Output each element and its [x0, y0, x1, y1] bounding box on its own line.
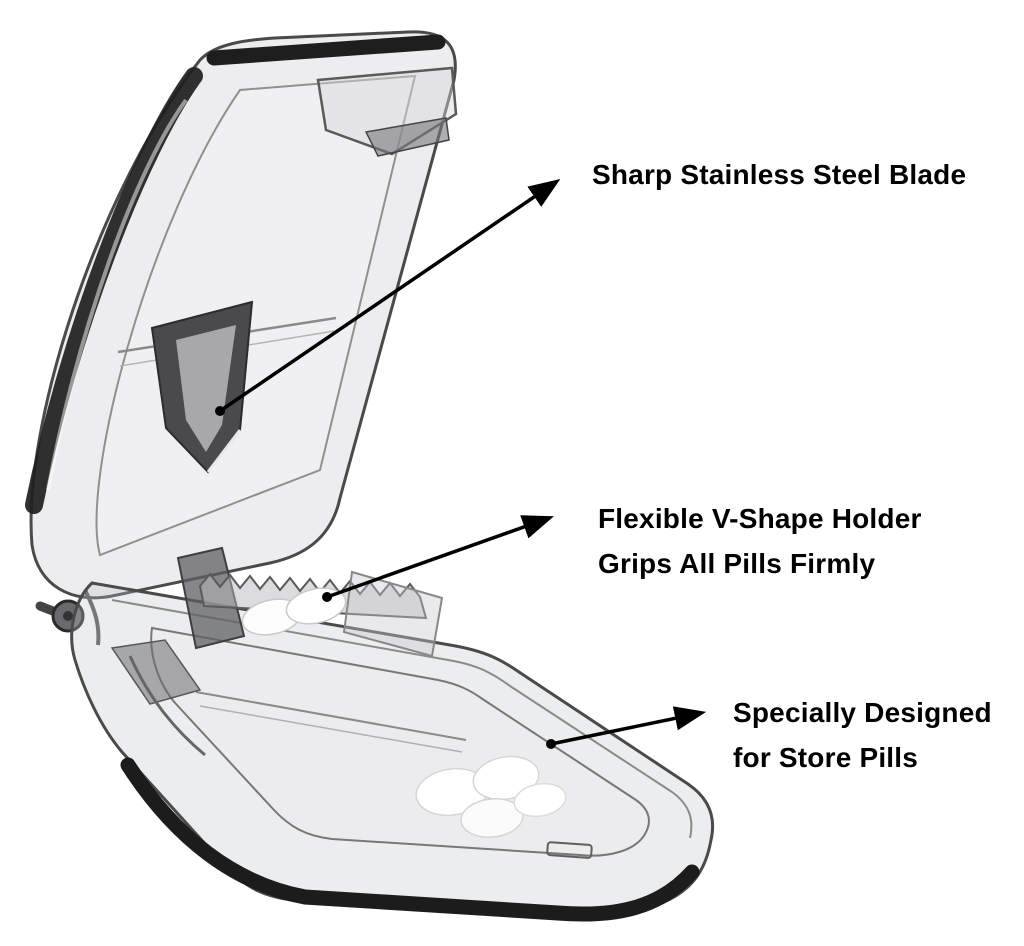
lid-top-edge: [206, 34, 446, 66]
base-front-slot: [546, 841, 593, 859]
label-v-shape-holder-line2: Grips All Pills Firmly: [598, 548, 876, 579]
label-store-pills: Specially Designed for Store Pills: [733, 690, 992, 780]
pill-cutter-base: [70, 546, 715, 922]
label-store-pills-line2: for Store Pills: [733, 742, 919, 773]
base-rim: [111, 599, 693, 839]
lid-latch-inner: [364, 117, 450, 157]
arrow-storage: [546, 706, 707, 749]
label-sharp-blade: Sharp Stainless Steel Blade: [592, 152, 966, 197]
storage-compartment-pills: [415, 755, 567, 838]
base-left-bracket: [110, 639, 202, 705]
label-store-pills-line1: Specially Designed: [733, 697, 992, 728]
arrow-holder: [322, 515, 554, 602]
pill-cutter-lid: [25, 30, 458, 600]
base-bottom-edge: [120, 757, 700, 922]
label-sharp-blade-text: Sharp Stainless Steel Blade: [592, 159, 967, 190]
steel-blade: [150, 300, 254, 474]
lid-edge-highlight: [46, 98, 188, 491]
v-shape-pill-holder: [176, 546, 444, 658]
base-left-ridge: [128, 655, 206, 757]
label-v-shape-holder-line1: Flexible V-Shape Holder: [598, 503, 922, 534]
lid-left-edge: [25, 67, 203, 514]
label-v-shape-holder: Flexible V-Shape Holder Grips All Pills …: [598, 496, 922, 586]
arrow-blade: [215, 179, 561, 416]
tray-divider-shadow: [199, 705, 463, 753]
tray-divider: [195, 691, 467, 741]
